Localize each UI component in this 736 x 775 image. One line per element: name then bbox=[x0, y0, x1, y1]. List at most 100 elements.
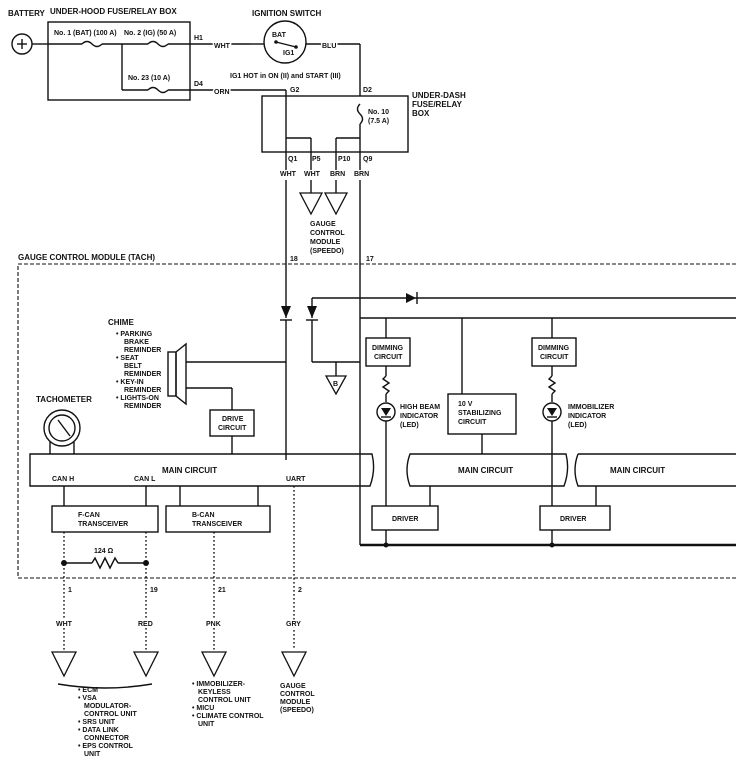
immob-connector-21 bbox=[200, 651, 228, 678]
main-circuit-right-label: MAIN CIRCUIT bbox=[610, 466, 665, 475]
can-l-label: CAN L bbox=[134, 476, 156, 483]
chime-speaker-icon bbox=[175, 342, 187, 406]
ecm-bracket bbox=[57, 683, 153, 689]
bottom-pin-1: 1 bbox=[68, 587, 72, 594]
ecm-item-3: CONTROL UNIT bbox=[84, 711, 137, 718]
fuse-23-label: No. 23 (10 A) bbox=[128, 75, 170, 82]
pin-color-q9: BRN bbox=[354, 171, 369, 178]
chime-item-3: • SEAT bbox=[116, 355, 139, 362]
underhood-box-label: UNDER-HOOD FUSE/RELAY BOX bbox=[50, 7, 177, 16]
ecm-item-7: • EPS CONTROL bbox=[78, 743, 134, 750]
wht-wire-label: WHT bbox=[214, 43, 231, 50]
ig1-note: IG1 HOT in ON (II) and START (III) bbox=[230, 73, 341, 80]
speedo-label-3: (SPEEDO) bbox=[310, 248, 344, 255]
main-circuit-middle bbox=[406, 453, 569, 487]
resistor-label: 124 Ω bbox=[94, 548, 114, 555]
dimming-2-label-1: CIRCUIT bbox=[540, 354, 569, 361]
led-resistor-1 bbox=[381, 375, 391, 395]
fuse-ig bbox=[147, 40, 169, 48]
chime-item-7: REMINDER bbox=[124, 387, 161, 394]
speedo-label-0: GAUGE bbox=[310, 221, 336, 228]
driver-2 bbox=[539, 505, 611, 531]
d2-label: D2 bbox=[363, 87, 372, 94]
stabilizing-label-1: STABILIZING bbox=[458, 410, 502, 417]
underhood-fuse-box bbox=[47, 21, 191, 101]
h1-label: H1 bbox=[194, 35, 203, 42]
immob-item-0: • IMMOBILIZER- bbox=[192, 681, 246, 688]
driver-2-label: DRIVER bbox=[560, 516, 586, 523]
led-resistor-2 bbox=[547, 375, 557, 395]
ecm-item-8: UNIT bbox=[84, 751, 101, 758]
chime-item-6: • KEY-IN bbox=[116, 379, 144, 386]
main-circuit-right bbox=[574, 453, 736, 487]
pin-color-p5: WHT bbox=[304, 171, 321, 178]
immobilizer-label-2: (LED) bbox=[568, 422, 587, 429]
speedo-ground-p10 bbox=[323, 192, 349, 216]
ecm-item-5: • DATA LINK bbox=[78, 727, 119, 734]
speedo2-label-2: MODULE bbox=[280, 699, 311, 706]
speedo-label-1: CONTROL bbox=[310, 230, 345, 237]
bottom-color-wht: WHT bbox=[56, 621, 73, 628]
bcan-label-1: TRANSCEIVER bbox=[192, 521, 242, 528]
high-beam-label-0: HIGH BEAM bbox=[400, 404, 440, 411]
immob-item-5: UNIT bbox=[198, 721, 215, 728]
blu-wire-label: BLU bbox=[322, 43, 336, 50]
d4-label: D4 bbox=[194, 81, 203, 88]
bottom-pin-19: 19 bbox=[150, 587, 158, 594]
ecm-item-1: • VSA bbox=[78, 695, 97, 702]
g2-label: G2 bbox=[290, 87, 299, 94]
pin-color-q1: WHT bbox=[280, 171, 297, 178]
immob-item-1: KEYLESS bbox=[198, 689, 231, 696]
immobilizer-label-1: INDICATOR bbox=[568, 413, 606, 420]
ecm-item-0: • ECM bbox=[78, 687, 98, 694]
b-ref-label: B bbox=[333, 381, 338, 388]
drive-circuit-label-1: CIRCUIT bbox=[218, 425, 247, 432]
drive-circuit-label-0: DRIVE bbox=[222, 416, 244, 423]
speedo-label-2: MODULE bbox=[310, 239, 341, 246]
fcan-transceiver bbox=[51, 505, 159, 533]
b-ref-ground bbox=[324, 375, 348, 396]
fuse-10-label-1: (7.5 A) bbox=[368, 118, 389, 125]
orn-wire-label: ORN bbox=[214, 89, 230, 96]
drive-circuit-box bbox=[209, 409, 255, 437]
speedo2-label-1: CONTROL bbox=[280, 691, 315, 698]
dimming-circuit-1 bbox=[365, 337, 411, 367]
fuse-10-label-0: No. 10 bbox=[368, 109, 389, 116]
underdash-box-label-2: BOX bbox=[412, 109, 430, 118]
main-circuit-left-label: MAIN CIRCUIT bbox=[162, 466, 217, 475]
high-beam-label-2: (LED) bbox=[400, 422, 419, 429]
stabilizing-label-0: 10 V bbox=[458, 401, 473, 408]
speedo-connector-2 bbox=[280, 651, 308, 678]
stabilizing-label-2: CIRCUIT bbox=[458, 419, 487, 426]
underdash-box-label-0: UNDER-DASH bbox=[412, 91, 466, 100]
dimming-1-label-0: DIMMING bbox=[372, 345, 404, 352]
fuse-10 bbox=[356, 103, 364, 125]
speedo-ground-p5 bbox=[298, 192, 324, 216]
underdash-fuse-box bbox=[261, 95, 409, 153]
immob-item-3: • MICU bbox=[192, 705, 214, 712]
driver-1-label: DRIVER bbox=[392, 516, 418, 523]
immob-item-4: • CLIMATE CONTROL bbox=[192, 713, 264, 720]
bottom-pin-21: 21 bbox=[218, 587, 226, 594]
main-circuit-middle-label: MAIN CIRCUIT bbox=[458, 466, 513, 475]
can-h-label: CAN H bbox=[52, 476, 74, 483]
fcan-label-1: TRANSCEIVER bbox=[78, 521, 128, 528]
fuse-bat bbox=[81, 40, 103, 48]
immob-item-2: CONTROL UNIT bbox=[198, 697, 251, 704]
pin-q9: Q9 bbox=[363, 156, 372, 163]
stabilizing-circuit bbox=[447, 393, 517, 435]
speedo2-label-0: GAUGE bbox=[280, 683, 306, 690]
pin-17: 17 bbox=[366, 256, 374, 263]
fuse-23 bbox=[147, 86, 169, 94]
underdash-box-label-1: FUSE/RELAY bbox=[412, 100, 463, 109]
speedo2-label-3: (SPEEDO) bbox=[280, 707, 314, 714]
tachometer-icon bbox=[43, 409, 81, 447]
ecm-connector-1 bbox=[50, 651, 78, 678]
dimming-1-label-1: CIRCUIT bbox=[374, 354, 403, 361]
chime-item-0: • PARKING bbox=[116, 331, 153, 338]
immobilizer-label-0: IMMOBILIZER bbox=[568, 404, 614, 411]
tachometer-label: TACHOMETER bbox=[36, 395, 92, 404]
chime-item-9: REMINDER bbox=[124, 403, 161, 410]
tach-module-label: GAUGE CONTROL MODULE (TACH) bbox=[18, 253, 155, 262]
fcan-label-0: F-CAN bbox=[78, 512, 100, 519]
